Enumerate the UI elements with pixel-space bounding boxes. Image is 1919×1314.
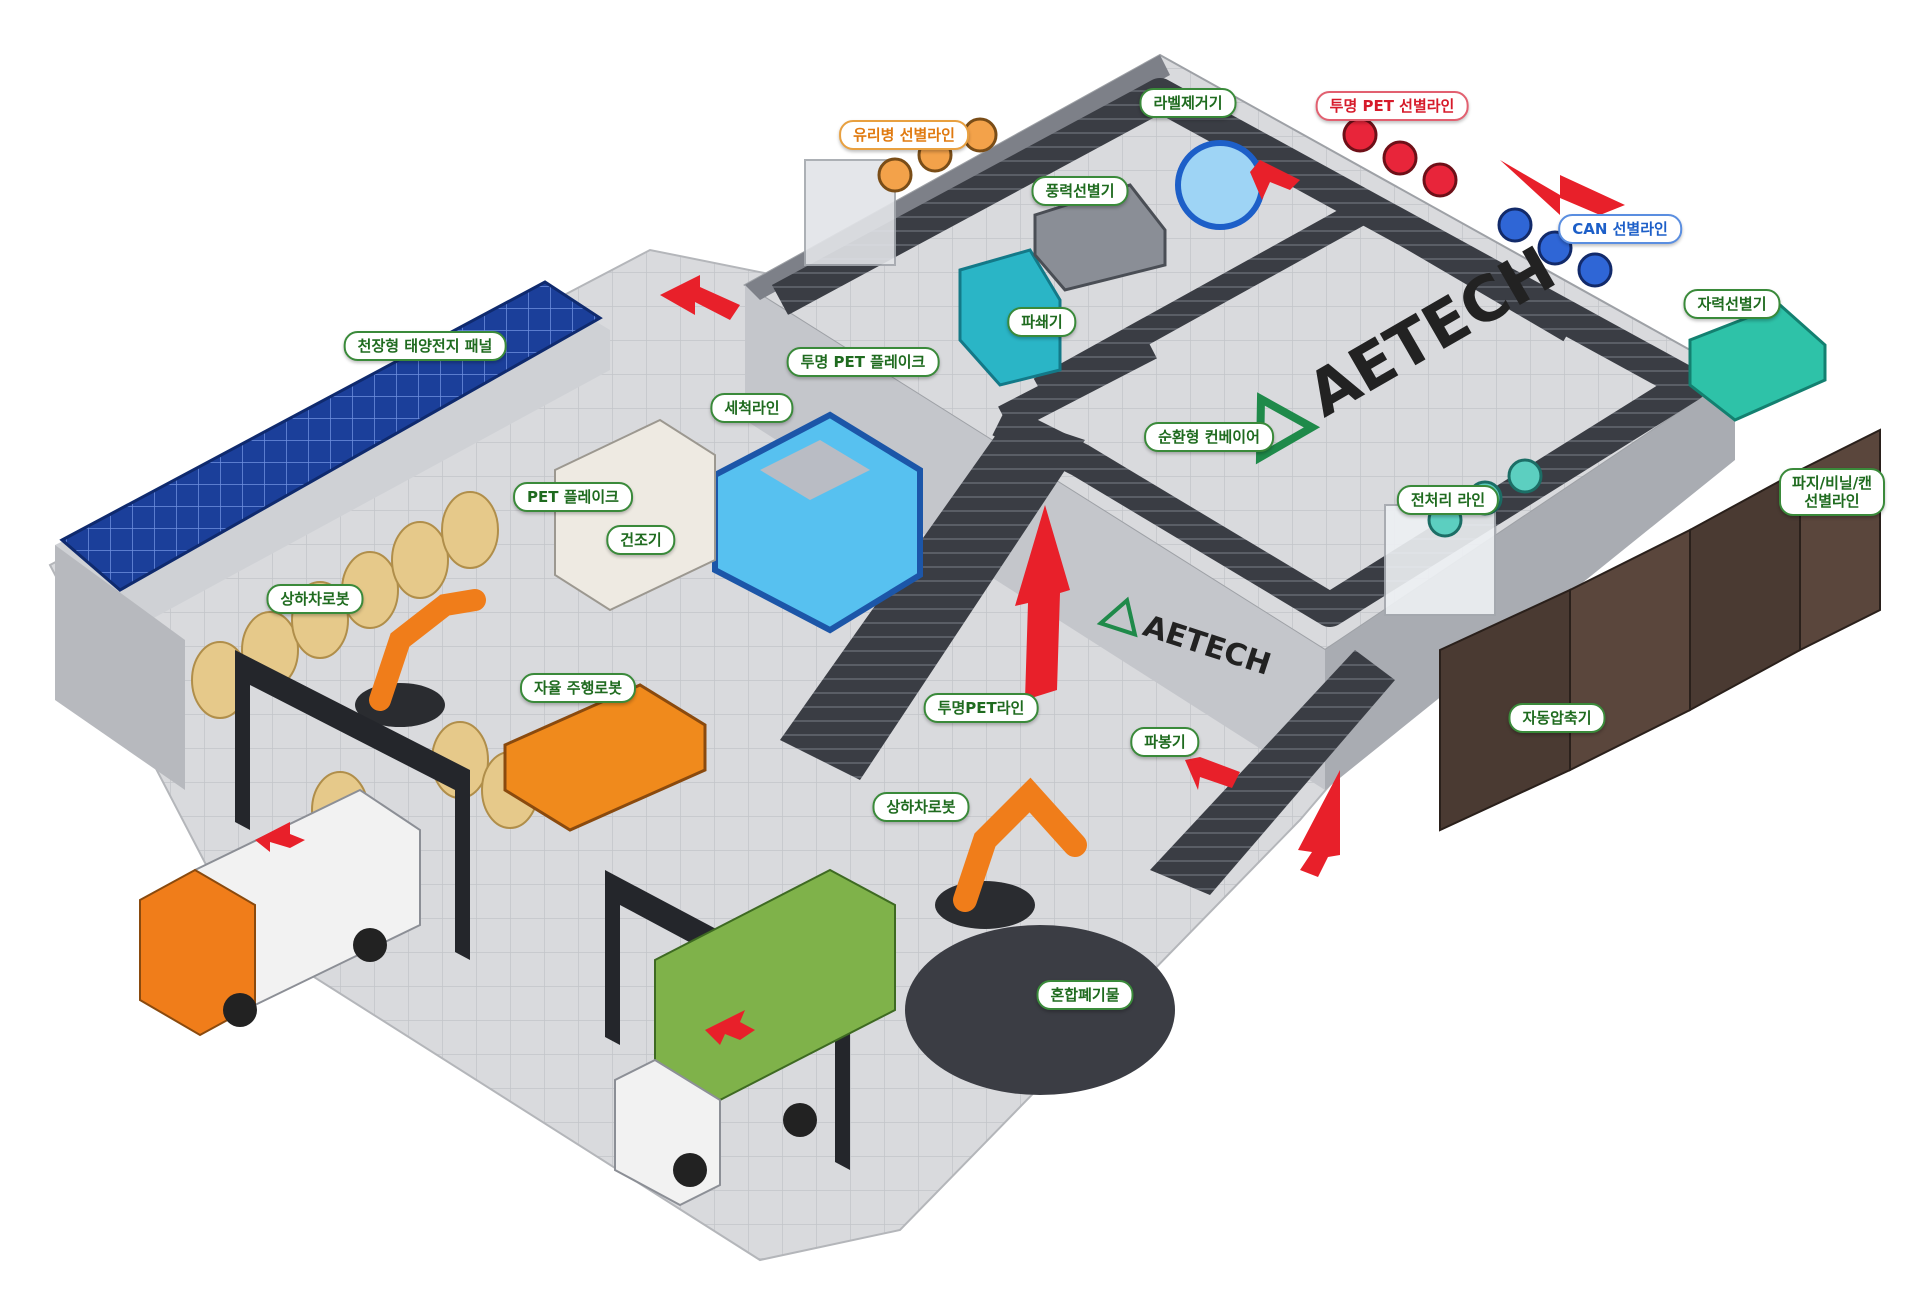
clear-pet-conveyor-floor <box>998 331 1157 434</box>
label-pet-flake: PET 플레이크 <box>513 482 633 512</box>
label-bag-opener: 파봉기 <box>1130 727 1200 757</box>
label-clear-pet-line: 투명PET라인 <box>923 693 1039 723</box>
agv-robot <box>503 683 707 832</box>
inner-conveyor-belt <box>1033 197 1577 402</box>
bag-opener-conveyor <box>1150 650 1395 895</box>
washing-rollers <box>760 440 870 500</box>
label-remover-globe <box>1175 140 1265 230</box>
dryer-machine <box>554 418 716 612</box>
loading-robot-arm-1 <box>355 589 486 727</box>
label-auto-compressor: 자동압축기 <box>1508 703 1606 733</box>
label-washing-line: 세척라인 <box>710 393 794 423</box>
label-can-sorting-line: CAN 선별라인 <box>1558 214 1682 244</box>
clear-pet-sorting-discs <box>1342 117 1458 198</box>
green-garbage-truck <box>614 868 896 1207</box>
upper-building-front <box>745 285 1325 790</box>
label-clear-pet-flake: 투명 PET 플레이크 <box>786 347 940 377</box>
left-gate <box>235 650 470 960</box>
label-pretreatment-line: 전처리 라인 <box>1396 485 1500 515</box>
glass-sorting-discs <box>877 117 998 193</box>
label-shredder: 파쇄기 <box>1007 307 1077 337</box>
label-dryer: 건조기 <box>606 525 676 555</box>
label-circular-conveyor: 순환형 컨베이어 <box>1144 422 1274 452</box>
label-label-remover: 라벨제거기 <box>1139 88 1237 118</box>
right-gate <box>605 870 850 1170</box>
orange-truck <box>139 788 421 1037</box>
label-magnetic-separator: 자력선별기 <box>1683 289 1781 319</box>
label-glass-sorting-line: 유리병 선별라인 <box>839 120 969 150</box>
flow-arrows <box>255 160 1625 1045</box>
label-mixed-waste: 혼합폐기물 <box>1036 980 1134 1010</box>
clear-pet-conveyor-ramp <box>780 415 1085 780</box>
label-solar-panel: 천장형 태양전지 패널 <box>343 331 507 361</box>
label-loading-robot-2: 상하차로봇 <box>872 792 970 822</box>
label-paper-vinyl-can-line: 파지/비닐/캔 선별라인 <box>1779 468 1885 516</box>
label-clear-pet-sorting-line: 투명 PET 선별라인 <box>1315 91 1469 121</box>
label-agv-robot: 자율 주행로봇 <box>519 673 637 703</box>
loading-robot-arm-2 <box>935 777 1087 929</box>
wind-separator-machine <box>1033 183 1167 292</box>
label-loading-robot-1: 상하차로봇 <box>266 584 364 614</box>
upper-building-right <box>1325 375 1735 790</box>
label-wind-separator: 풍력선별기 <box>1031 176 1129 206</box>
left-wall-side <box>55 545 185 790</box>
mixed-waste-pile <box>905 925 1175 1095</box>
